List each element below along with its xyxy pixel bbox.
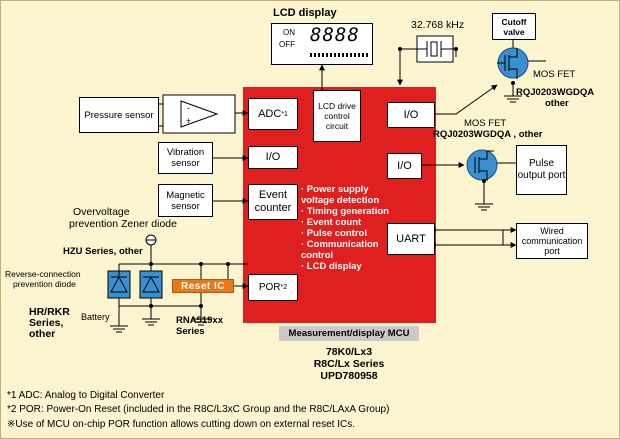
wire-io-valve (435, 84, 498, 115)
lcd-digits: 8888 (310, 24, 360, 46)
hzu-label: HZU Series, other (63, 246, 143, 257)
footnote-3: ※Use of MCU on-chip POR function allows … (7, 419, 355, 430)
pulse-output-box: Pulse output port (516, 145, 567, 195)
uart-block: UART (387, 223, 435, 255)
mcu-feature-list: · Power supply voltage detection · Timin… (301, 184, 393, 272)
amplifier-icon (180, 100, 219, 128)
feature-item: · Communication control (301, 239, 379, 261)
adc-block: ADC*1 (248, 98, 298, 130)
zener-label-line1: Overvoltage (73, 206, 130, 218)
feature-item: · LCD display (301, 261, 362, 272)
reverse-diode-line2: prevention diode (13, 279, 76, 289)
por-block: POR*2 (248, 274, 298, 301)
mos-fet-top-label: MOS FET (533, 69, 575, 80)
rna-label: RNA519xx Series (176, 315, 223, 337)
mcu-caption: Measurement/display MCU (279, 326, 419, 341)
zener-label-line2: prevention Zener diode (69, 218, 177, 230)
lcd-display-title: LCD display (273, 7, 337, 19)
event-counter-block: Event counter (248, 184, 298, 220)
mcu-series-3: UPD780958 (320, 370, 378, 382)
battery-label: Battery (81, 312, 110, 322)
adc-sup: *1 (281, 110, 288, 118)
feature-item: · Timing generation (301, 206, 389, 217)
mos-fet-icon-mid (466, 149, 498, 181)
io-vibration-block: I/O (248, 146, 298, 169)
pressure-sensor-box: Pressure sensor (79, 97, 159, 133)
junction-dots (149, 47, 515, 308)
lcd-segment-bar (310, 53, 368, 57)
mos-fet-top-part: RQJ0203WGDQA (516, 87, 595, 98)
svg-text:+: + (186, 116, 191, 126)
svg-text:-: - (187, 103, 190, 113)
hr-line2: Series, (29, 317, 64, 329)
wired-comm-box: Wired communication port (516, 223, 588, 259)
mcu-series: 78K0/Lx3 R8C/Lx Series UPD780958 (279, 346, 419, 382)
lcd-display: ON OFF 8888 (271, 23, 373, 65)
zener-diode-lower-icon (139, 270, 163, 299)
hr-line1: HR/RKR (29, 306, 70, 318)
reset-ic-box: Reset IC (172, 279, 234, 293)
cutoff-valve-box: Cutoff valve (492, 13, 536, 40)
io-valve-block: I/O (387, 102, 435, 128)
reverse-diode-line1: Reverse-connection (5, 269, 81, 279)
mos-fet-mid-part: RQJ0203WGDQA , other (433, 129, 543, 140)
zener-diode-icon (145, 234, 157, 246)
adc-label: ADC (258, 107, 282, 120)
reverse-diode-label: Reverse-connection prevention diode (5, 269, 81, 289)
vibration-sensor-box: Vibration sensor (158, 142, 213, 174)
mcu-series-1: 78K0/Lx3 (325, 346, 373, 358)
lcd-drive-block: LCD drive control circuit (313, 90, 361, 142)
footnote-1: *1 ADC: Analog to Digital Converter (7, 390, 165, 401)
footnote-2: *2 POR: Power-On Reset (included in the … (7, 404, 390, 415)
rna-line2: Series (176, 326, 205, 337)
zener-label: Overvoltage prevention Zener diode (69, 206, 177, 230)
mos-fet-mid-label: MOS FET (464, 118, 507, 129)
magnetic-sensor-box: Magnetic sensor (158, 184, 213, 217)
rna-line1: RNA519xx (176, 315, 223, 326)
crystal-label: 32.768 kHz (411, 19, 465, 31)
crystal-icon (417, 41, 453, 57)
feature-item: · Pulse control (301, 228, 367, 239)
battery-diode-icon (107, 270, 131, 299)
mos-fet-top-other: other (545, 98, 569, 109)
lcd-on-label: ON (283, 28, 295, 37)
hr-line3: other (29, 328, 56, 340)
hr-label: HR/RKR Series, other (29, 307, 70, 340)
io-pulse-block: I/O (387, 153, 422, 179)
por-label: POR (258, 282, 281, 293)
lcd-off-label: OFF (279, 40, 295, 49)
mos-fet-top-line1: MOS FET (533, 69, 576, 80)
feature-item: · Power supply voltage detection (301, 184, 380, 206)
feature-item: · Event count (301, 217, 362, 228)
mcu-series-2: R8C/Lx Series (313, 358, 385, 370)
por-sup: *2 (280, 284, 288, 291)
